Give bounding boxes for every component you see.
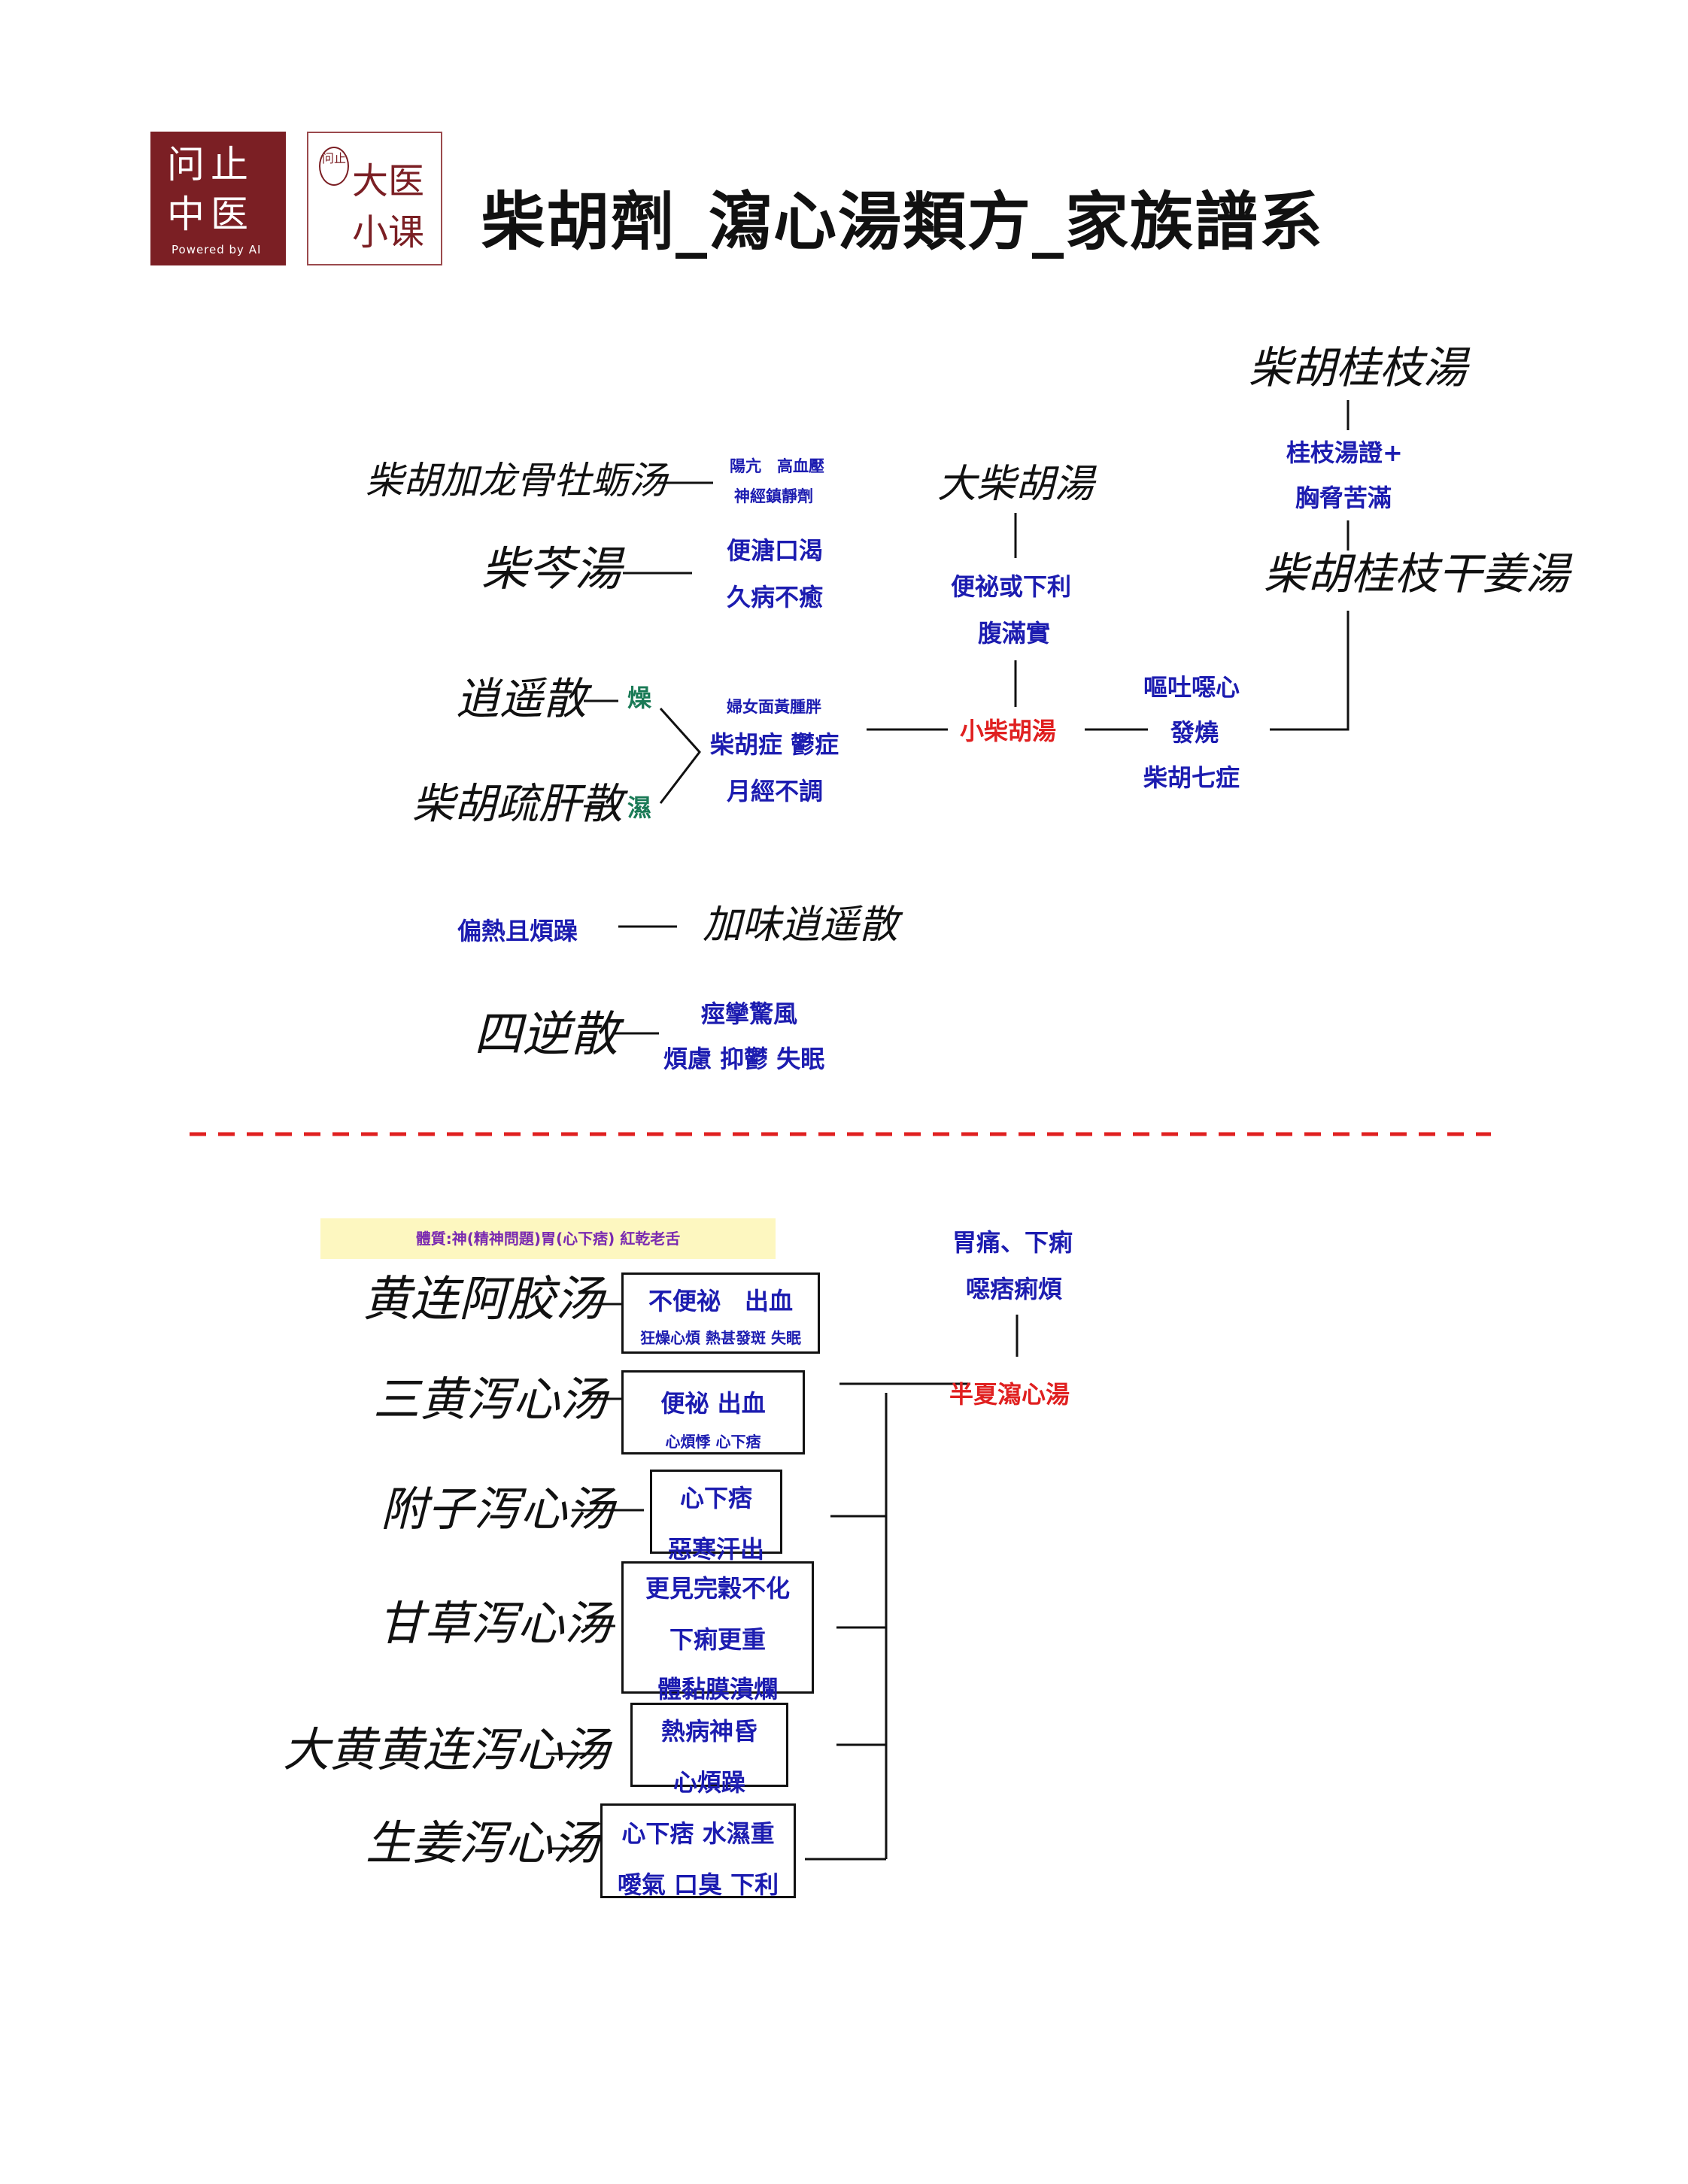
xiao-note3: 柴胡七症 [1143,763,1240,792]
chaiqin-note1: 便溏口渴 [727,536,824,565]
gancao-box-line1: 更見完穀不化 [645,1574,790,1603]
fuzi-box-line1: 心下痞 [679,1484,752,1512]
chaiqin-tang: 柴芩湯 [481,541,622,596]
fuzi-box-line2: 惡寒汗出 [667,1535,764,1564]
xiaoyao-san: 逍遥散 [456,673,587,724]
sini-san: 四逆散 [474,1007,618,1063]
huanglian-ejiao-tang: 黄连阿胶汤 [363,1272,603,1327]
chaihu-shugan-san: 柴胡疏肝散 [412,780,623,829]
jiawei-xiaoyao-san: 加味逍遥散 [703,902,899,948]
xiao-chaihu-tang: 小柴胡湯 [960,717,1057,745]
logo2-line1: 大医 [352,160,425,202]
xiao-note2: 發燒 [1170,718,1219,747]
shengjiang-box: 心下痞 水濕重 噯氣 口臭 下利 [600,1803,796,1899]
constitution-banner: 體質:神(精神問題)胃(心下痞) 紅乾老舌 [320,1218,776,1259]
chaiqin-note2: 久病不癒 [727,583,824,611]
dahuang-huanglian-xiexin-tang: 大黄黄连泻心汤 [283,1722,610,1777]
dry-label: 燥 [627,684,652,712]
longgu-note1: 陽亢 高血壓 [730,457,824,475]
da-note2: 腹滿實 [978,619,1051,648]
dahuang-box-line1: 熱病神昏 [660,1717,757,1746]
longgu-note2: 神經鎮靜劑 [734,487,813,505]
wet-label: 濕 [627,793,652,822]
shengjiang-box-line1: 心下痞 水濕重 [621,1819,775,1848]
sanhuang-box: 便祕 出血 心煩悸 心下痞 [621,1370,805,1454]
huanglian-box: 不便祕 出血 狂燥心煩 熱甚發斑 失眠 [621,1272,820,1354]
sanhuang-box-line1: 便祕 出血 [660,1389,766,1418]
logo1-powered: Powered by AI [172,243,262,256]
chaihu-guizhi-tang: 柴胡桂枝湯 [1249,342,1468,393]
women-note2: 柴胡症 鬱症 [710,730,839,759]
sanhuang-xiexin-tang: 三黄泻心汤 [373,1372,607,1427]
guizhi-note2: 胸脅苦滿 [1295,484,1392,512]
logo1-line1: 问止 [167,143,254,187]
gancao-box: 更見完穀不化 下痢更重 體黏膜潰爛 [621,1561,814,1703]
gancao-xiexin-tang: 甘草泻心汤 [378,1596,612,1651]
dahuang-box-line2: 心煩躁 [672,1768,745,1797]
logo2-circle: 问止 [319,147,349,186]
fuzi-box: 心下痞 惡寒汗出 [650,1470,782,1564]
da-note1: 便祕或下利 [951,572,1072,601]
shengjiang-box-line2: 噯氣 口臭 下利 [617,1870,779,1899]
shengjiang-xiexin-tang: 生姜泻心汤 [366,1815,600,1870]
logo1-line2: 中医 [167,193,254,236]
sanhuang-box-line2: 心煩悸 心下痞 [665,1433,761,1451]
page-title: 柴胡劑_瀉心湯類方_家族譜系 [481,184,1325,259]
women-note1: 婦女面黃腫胖 [727,698,821,716]
sini-note2: 煩慮 抑鬱 失眠 [663,1045,825,1073]
logo2-line2: 小课 [352,211,425,253]
da-chaihu-tang: 大柴胡湯 [937,462,1094,507]
banxia-note2: 噁痞痢煩 [966,1275,1063,1303]
banxia-xiexin-tang: 半夏瀉心湯 [949,1380,1070,1409]
gancao-box-line3: 體黏膜潰爛 [657,1675,778,1703]
sini-note1: 痙攣驚風 [701,999,798,1028]
fuzi-xiexin-tang: 附子泻心汤 [381,1482,615,1536]
bracket-dry-wet [659,707,701,804]
huanglian-box-line2: 狂燥心煩 熱甚發斑 失眠 [640,1329,801,1347]
dahuang-box: 熱病神昏 心煩躁 [630,1703,788,1797]
dayi-xiaoke-logo: 问止 大医 小课 [307,132,442,265]
xiao-note1: 嘔吐噁心 [1143,673,1240,702]
guizhi-note1: 桂枝湯證+ [1286,438,1403,467]
huanglian-box-line1: 不便祕 出血 [648,1287,793,1315]
women-note3: 月經不調 [727,777,824,805]
chaihu-guizhi-ganjiang-tang: 柴胡桂枝干姜湯 [1264,548,1570,599]
wenzhi-logo: 问止 中医 Powered by AI [150,132,286,265]
heat-note: 偏熱且煩躁 [457,917,578,945]
banxia-note1: 胃痛、下痢 [952,1228,1073,1257]
line-ganjiang-fever [1270,611,1349,731]
gancao-box-line2: 下痢更重 [669,1625,766,1654]
chaihu-longgu-muli-tang: 柴胡加龙骨牡蛎汤 [366,459,666,502]
